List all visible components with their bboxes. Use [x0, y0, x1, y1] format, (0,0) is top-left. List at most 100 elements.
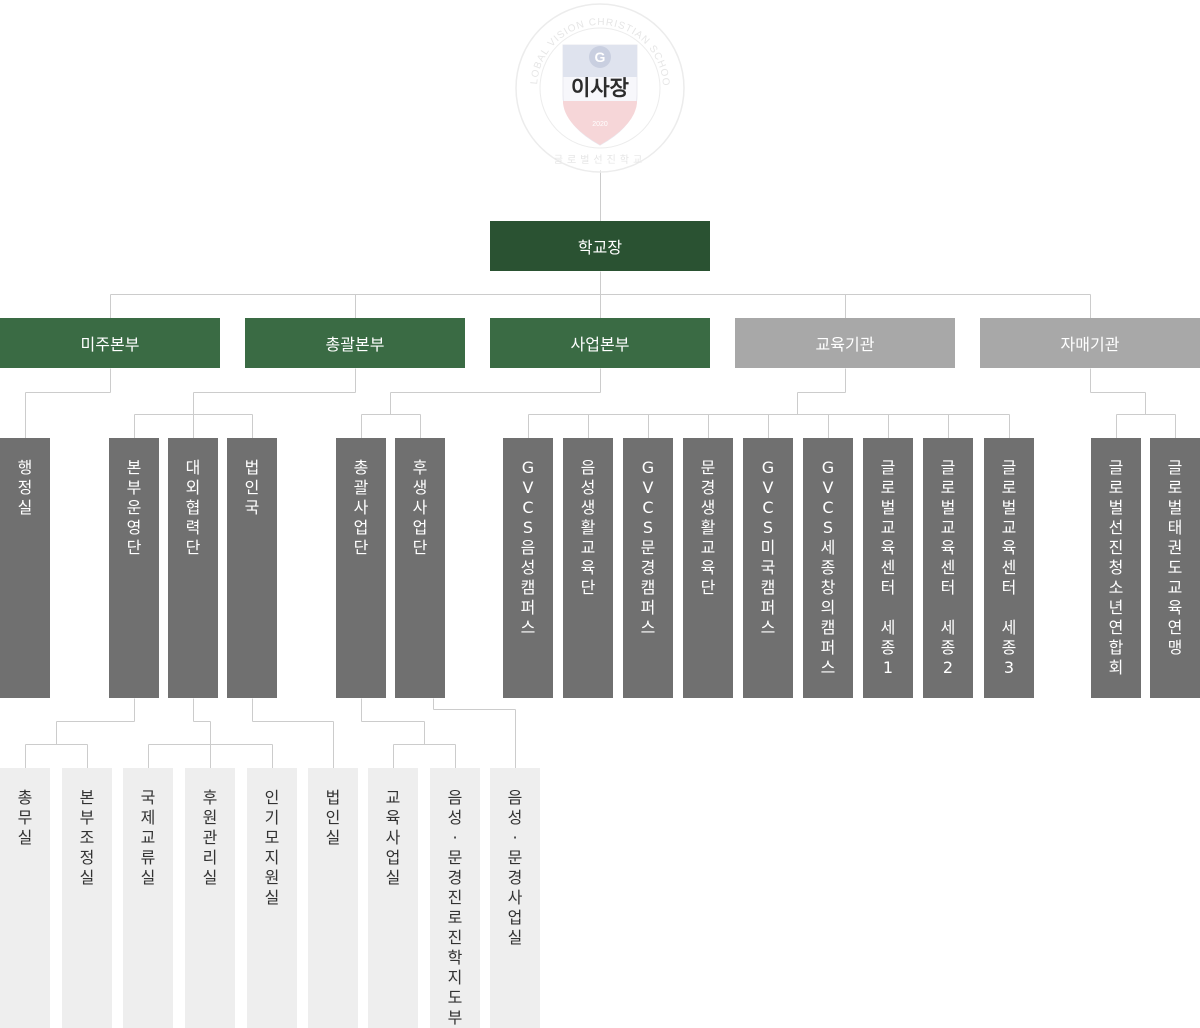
vertical-char: C	[522, 498, 534, 517]
vertical-char: 경	[507, 868, 523, 887]
vertical-char: 벌	[1167, 498, 1183, 517]
vertical-char: 괄	[353, 478, 369, 497]
vertical-char: 영	[126, 518, 142, 537]
vertical-char: 캠	[820, 618, 836, 637]
vertical-char: S	[522, 518, 534, 537]
vertical-char: 세	[880, 618, 896, 637]
vertical-char: 실	[325, 828, 341, 847]
vertical-char: 국	[760, 558, 776, 577]
vertical-char: 터	[1001, 578, 1017, 597]
vertical-char	[885, 598, 890, 618]
vertical-char: 본	[126, 458, 142, 477]
vertical-char: 실	[79, 868, 95, 887]
vertical-char: 종	[880, 638, 896, 657]
vertical-char: C	[762, 498, 774, 517]
vertical-char: 벌	[940, 498, 956, 517]
vertical-char: 년	[1108, 598, 1124, 617]
vertical-char: 단	[580, 578, 596, 597]
vertical-char: 사	[507, 888, 523, 907]
vertical-char: 로	[880, 478, 896, 497]
vertical-char: 업	[507, 908, 523, 927]
vertical-char: 총	[353, 458, 369, 477]
vertical-char: 글	[1108, 458, 1124, 477]
vertical-char: 벌	[880, 498, 896, 517]
node-division-education: 교육기관	[735, 318, 955, 368]
vertical-char: 소	[1108, 578, 1124, 597]
vertical-char: V	[762, 478, 774, 497]
vertical-char: 권	[1167, 538, 1183, 557]
vertical-char: 학	[447, 948, 463, 967]
vertical-char: 1	[882, 658, 894, 677]
vertical-char: 합	[1108, 638, 1124, 657]
vertical-char: 문	[507, 848, 523, 867]
vertical-char: 실	[17, 498, 33, 517]
svg-text:2020: 2020	[592, 121, 608, 128]
vertical-char: 캠	[640, 578, 656, 597]
vertical-char: 퍼	[820, 638, 836, 657]
node-division-business: 사업본부	[490, 318, 710, 368]
vertical-char: 종	[1001, 638, 1017, 657]
vertical-char: 사	[412, 498, 428, 517]
vertical-char: 실	[264, 888, 280, 907]
vertical-char: 육	[580, 558, 596, 577]
vertical-char: S	[762, 518, 774, 537]
vertical-char: 로	[940, 478, 956, 497]
vertical-char: 제	[140, 808, 156, 827]
vertical-char: 태	[1167, 518, 1183, 537]
vertical-char: 실	[140, 868, 156, 887]
vertical-char: 로	[1167, 478, 1183, 497]
vertical-char	[945, 598, 950, 618]
vertical-char: 업	[353, 518, 369, 537]
vertical-char: 부	[79, 808, 95, 827]
vertical-char: V	[822, 478, 834, 497]
vertical-char: 관	[202, 828, 218, 847]
vertical-char: 종	[820, 558, 836, 577]
vertical-char: 지	[447, 968, 463, 987]
vertical-char: 종	[940, 638, 956, 657]
vertical-char: 활	[580, 518, 596, 537]
vertical-char: 음	[507, 788, 523, 807]
vertical-char: 류	[140, 848, 156, 867]
vertical-char: 협	[185, 498, 201, 517]
vertical-char: 성	[447, 808, 463, 827]
vertical-char: 캠	[760, 578, 776, 597]
vertical-char: 후	[202, 788, 218, 807]
vertical-char: 세	[1001, 618, 1017, 637]
vertical-char: 인	[264, 788, 280, 807]
vertical-char: 육	[880, 538, 896, 557]
vertical-char: 글	[940, 458, 956, 477]
vertical-char: V	[642, 478, 654, 497]
vertical-char: 벌	[1108, 498, 1124, 517]
vertical-char: 국	[140, 788, 156, 807]
vertical-char: 로	[447, 908, 463, 927]
top-node-title: 이사장	[571, 76, 629, 100]
vertical-char: 도	[447, 988, 463, 1007]
vertical-char: 스	[520, 618, 536, 637]
vertical-char: 교	[700, 538, 716, 557]
vertical-char: 문	[640, 538, 656, 557]
vertical-char: 경	[447, 868, 463, 887]
node-division-general: 총괄본부	[245, 318, 465, 368]
vertical-char: 세	[820, 538, 836, 557]
vertical-char: 센	[880, 558, 896, 577]
vertical-char: 육	[940, 538, 956, 557]
vertical-char: C	[642, 498, 654, 517]
vertical-char: 조	[79, 828, 95, 847]
vertical-char: 본	[79, 788, 95, 807]
vertical-char: 터	[880, 578, 896, 597]
vertical-char: 육	[1001, 538, 1017, 557]
vertical-char: 생	[700, 498, 716, 517]
vertical-char: 교	[385, 788, 401, 807]
vertical-char: 법	[244, 458, 260, 477]
vertical-char: S	[822, 518, 834, 537]
